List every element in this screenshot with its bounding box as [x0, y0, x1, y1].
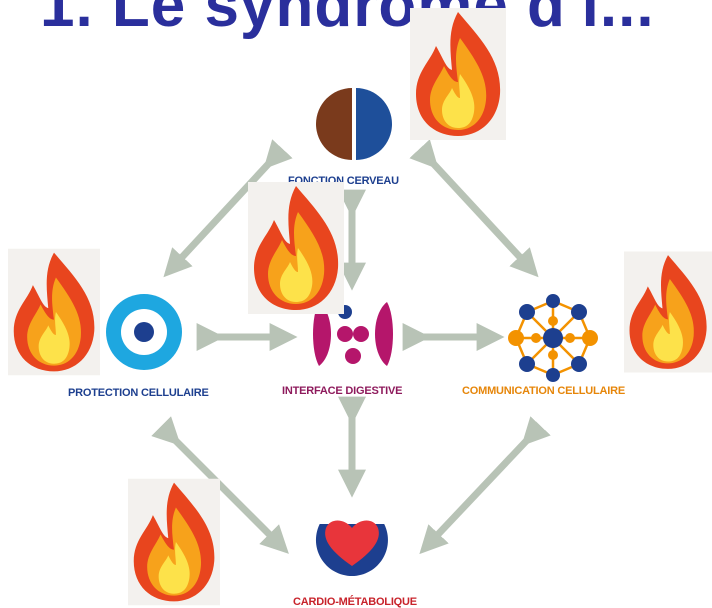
- protection-icon: [106, 294, 182, 370]
- arrow-protection-cardio: [151, 416, 289, 554]
- fire-icon: [248, 182, 344, 314]
- fire-icon: [128, 478, 220, 606]
- fire-icon: [410, 8, 506, 140]
- cardio-label: CARDIO-MÉTABOLIQUE: [293, 596, 417, 608]
- communication-label: COMMUNICATION CELLULAIRE: [462, 385, 626, 397]
- page-title: 1. Le syndrome d'i...: [40, 0, 655, 40]
- heart-icon: [315, 504, 388, 576]
- digestive-icon: [313, 302, 393, 366]
- fire-icon: [8, 248, 100, 376]
- arrow-brain-communication: [409, 139, 539, 278]
- network-icon: [508, 294, 598, 382]
- digestive-label: INTERFACE DIGESTIVE: [282, 385, 403, 397]
- brain-icon: [316, 88, 392, 160]
- arrow-communication-cardio: [419, 416, 551, 555]
- arrow-brain-protection: [163, 139, 293, 278]
- protection-label: PROTECTION CELLULAIRE: [68, 387, 209, 399]
- fire-icon: [624, 251, 712, 373]
